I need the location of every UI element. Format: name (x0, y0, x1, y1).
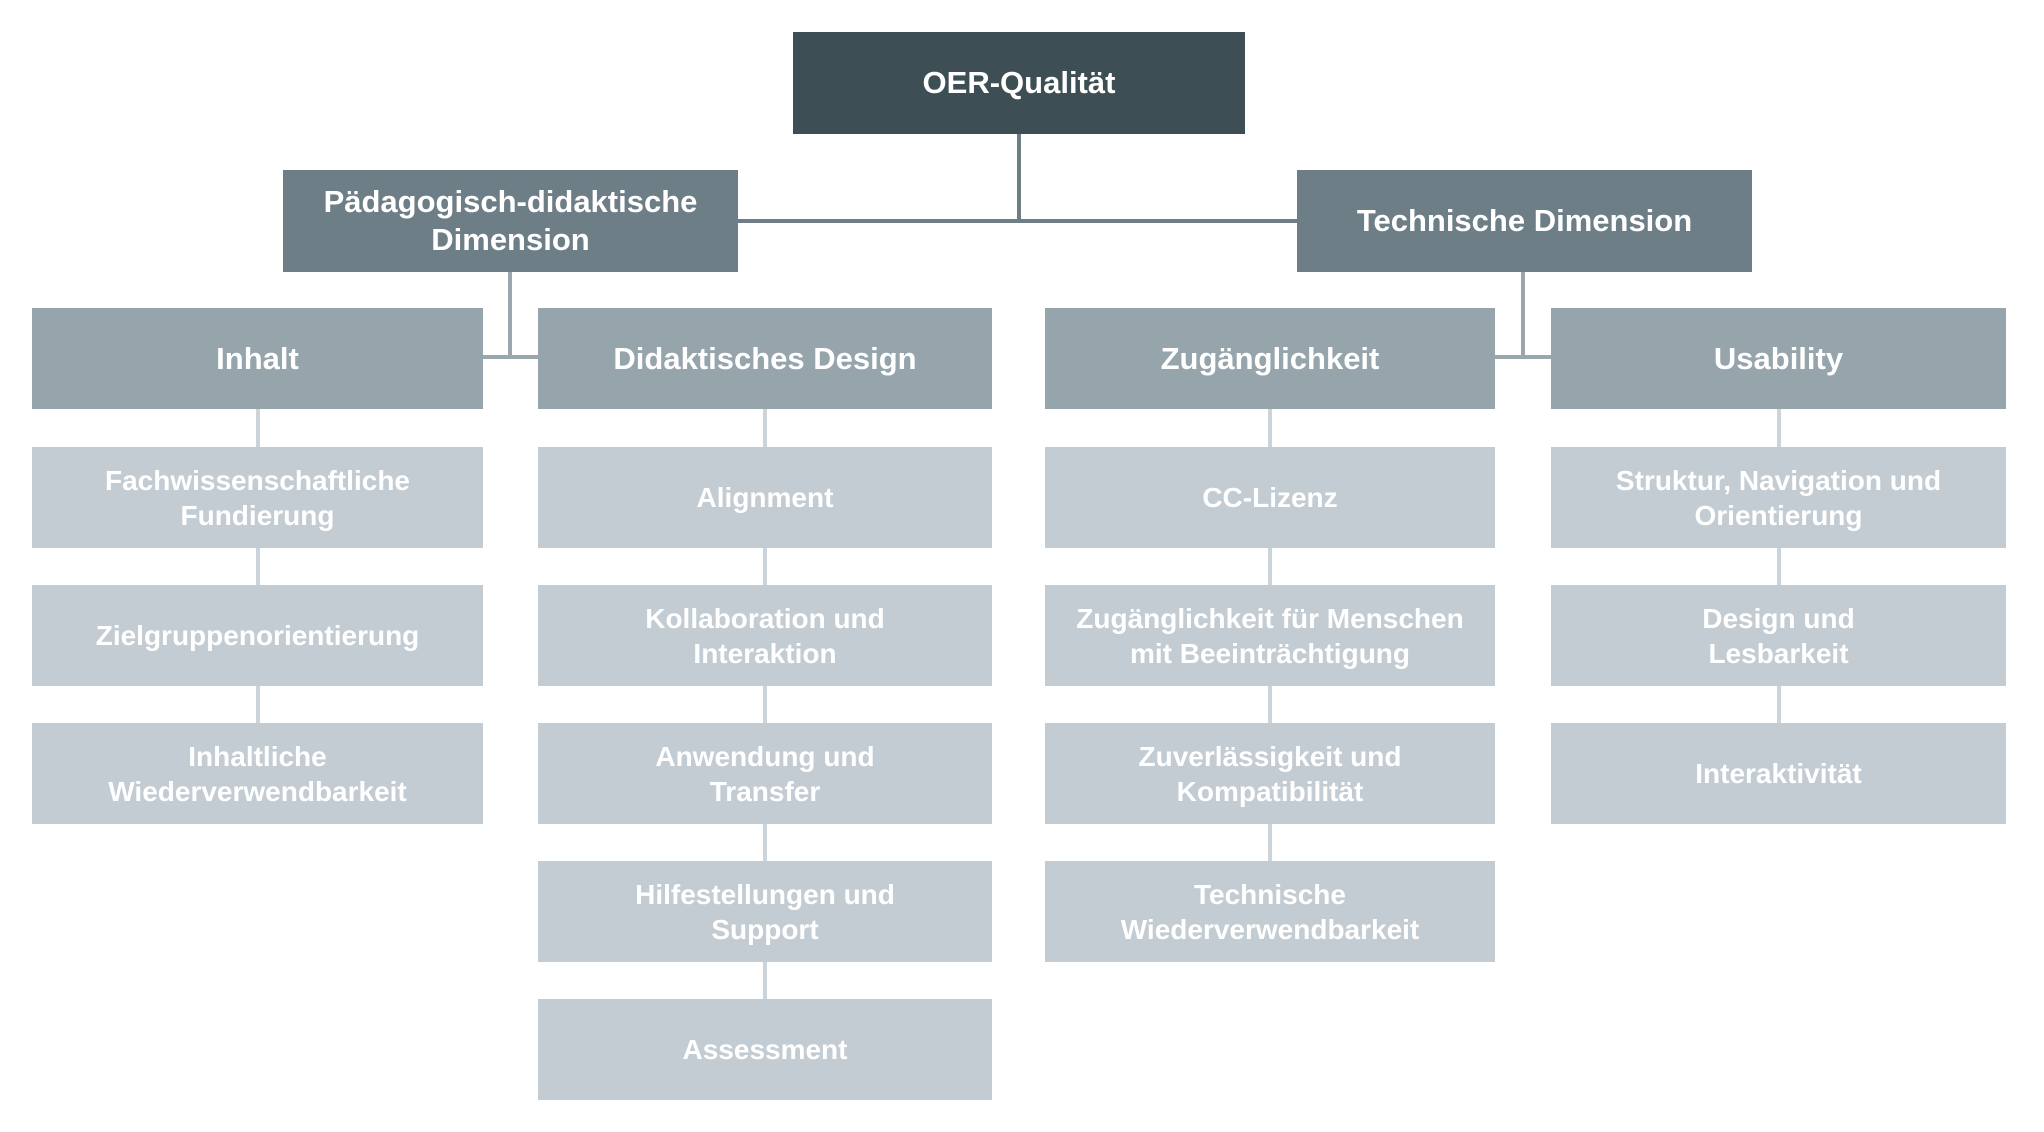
connector-item-vertical (1268, 409, 1272, 447)
node-zugaenglichkeit-fuer-menschen-mit-beeintraechtigung: Zugänglichkeit für Menschen mit Beeinträ… (1045, 585, 1495, 686)
node-usability: Usability (1551, 308, 2006, 409)
node-zielgruppenorientierung: Zielgruppenorientierung (32, 585, 483, 686)
connector-item-vertical (763, 548, 767, 585)
connector-root-vertical (1017, 134, 1021, 223)
node-struktur-navigation-und-orientierung: Struktur, Navigation und Orientierung (1551, 447, 2006, 548)
node-assessment: Assessment (538, 999, 992, 1100)
connector-item-vertical (763, 686, 767, 723)
node-zugaenglichkeit: Zugänglichkeit (1045, 308, 1495, 409)
node-zuverlaessigkeit-und-kompatibilitaet: Zuverlässigkeit und Kompatibilität (1045, 723, 1495, 824)
node-inhaltliche-wiederverwendbarkeit: Inhaltliche Wiederverwendbarkeit (32, 723, 483, 824)
node-hilfestellungen-und-support: Hilfestellungen und Support (538, 861, 992, 962)
node-didaktisches-design: Didaktisches Design (538, 308, 992, 409)
connector-dimensions-horizontal (738, 219, 1297, 223)
node-paedagogisch-didaktische-dimension: Pädagogisch-didaktische Dimension (283, 170, 738, 272)
node-interaktivitaet: Interaktivität (1551, 723, 2006, 824)
connector-item-vertical (255, 686, 260, 723)
connector-item-vertical (763, 409, 767, 447)
node-technische-dimension: Technische Dimension (1297, 170, 1752, 272)
node-technische-wiederverwendbarkeit: Technische Wiederverwendbarkeit (1045, 861, 1495, 962)
node-oer-qualitaet: OER-Qualität (793, 32, 1245, 134)
connector-item-vertical (1776, 409, 1781, 447)
connector-item-vertical (1268, 686, 1272, 723)
connector-item-vertical (255, 548, 260, 585)
node-inhalt: Inhalt (32, 308, 483, 409)
node-fachwissenschaftliche-fundierung: Fachwissenschaftliche Fundierung (32, 447, 483, 548)
node-kollaboration-und-interaktion: Kollaboration und Interaktion (538, 585, 992, 686)
connector-item-vertical (1268, 548, 1272, 585)
node-alignment: Alignment (538, 447, 992, 548)
connector-dimension-vertical (1521, 272, 1525, 359)
node-cc-lizenz: CC-Lizenz (1045, 447, 1495, 548)
node-design-und-lesbarkeit: Design und Lesbarkeit (1551, 585, 2006, 686)
connector-item-vertical (255, 409, 260, 447)
connector-item-vertical (1776, 686, 1781, 723)
connector-dimension-vertical (508, 272, 512, 359)
connector-item-vertical (1268, 824, 1272, 861)
node-anwendung-und-transfer: Anwendung und Transfer (538, 723, 992, 824)
connector-categories-horizontal (483, 355, 538, 359)
connector-categories-horizontal (1495, 355, 1551, 359)
connector-item-vertical (763, 962, 767, 999)
connector-item-vertical (1776, 548, 1781, 585)
connector-item-vertical (763, 824, 767, 861)
